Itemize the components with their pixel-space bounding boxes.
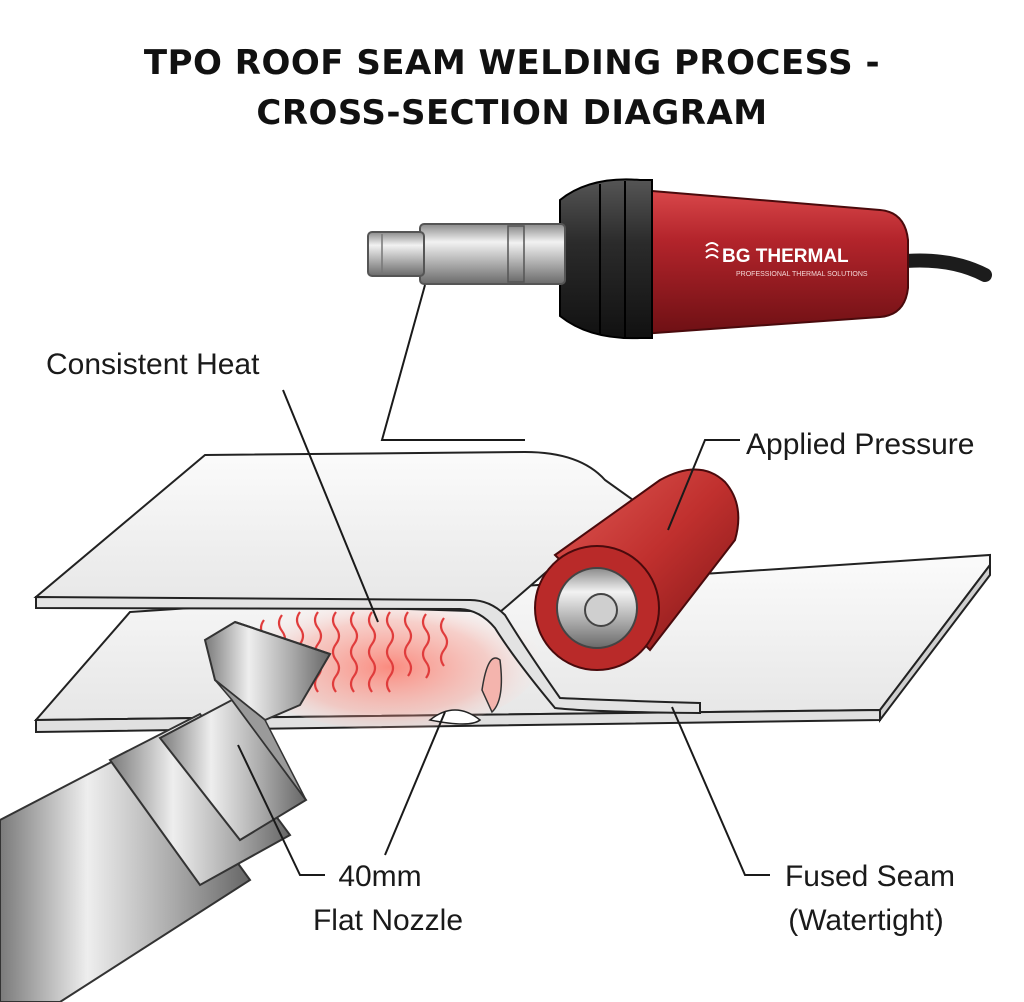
gun-barrel: [419, 223, 566, 285]
upper-sheet: [33, 450, 701, 715]
diagram-title: TPO ROOF SEAM WELDING PROCESS - CROSS-SE…: [0, 38, 1024, 138]
leader-fused-seam: [671, 706, 770, 876]
title-line-2: CROSS-SECTION DIAGRAM: [256, 93, 768, 133]
leader-nozzle: [237, 744, 325, 876]
gun-body: [639, 188, 909, 336]
heat-gun: BG THERMAL PROFESSIONAL THERMAL SOLUTION…: [367, 178, 992, 340]
melt-flow: [481, 657, 503, 714]
leader-lines: [237, 389, 770, 876]
label-applied-pressure: Applied Pressure: [746, 428, 974, 461]
brand-logo-icon: [705, 242, 719, 259]
label-nozzle-type: Flat Nozzle: [313, 904, 463, 937]
pressure-roller: [534, 468, 740, 671]
brand-name: BG THERMAL: [722, 246, 849, 267]
leader-consistent-heat: [282, 389, 379, 623]
title-line-1: TPO ROOF SEAM WELDING PROCESS -: [143, 43, 881, 83]
leader-seam-a: [384, 711, 446, 856]
label-consistent-heat: Consistent Heat: [46, 348, 260, 381]
flat-nozzle: [0, 620, 332, 1002]
label-fused-seam: Fused Seam: [785, 860, 955, 893]
gun-tip: [367, 231, 425, 277]
gun-collar: [559, 178, 653, 340]
leader-applied-pressure: [667, 439, 740, 531]
label-nozzle-size: 40mm: [338, 860, 421, 893]
label-watertight: (Watertight): [788, 904, 944, 937]
gun-leader-line: [380, 284, 525, 441]
brand-tagline: PROFESSIONAL THERMAL SOLUTIONS: [736, 271, 868, 278]
